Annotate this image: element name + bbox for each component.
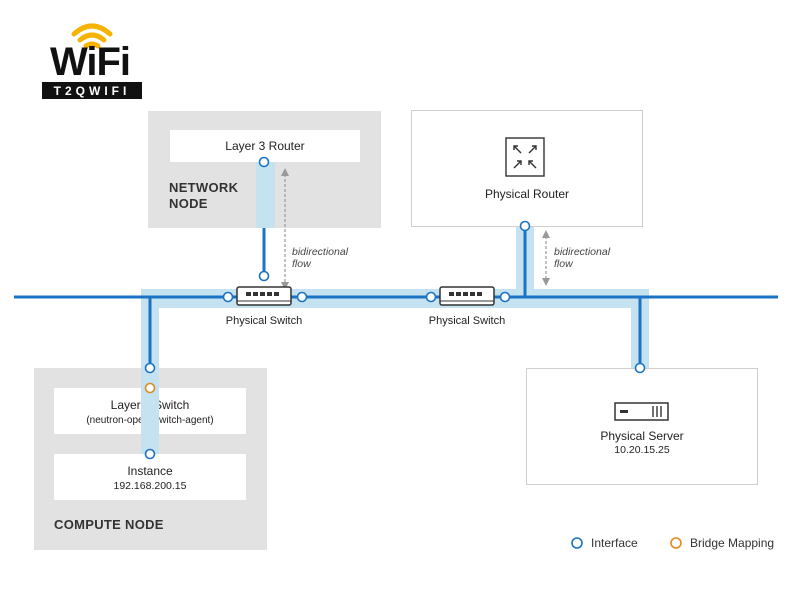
interface-circle bbox=[519, 220, 531, 232]
interface-circle bbox=[144, 448, 156, 460]
flow-right-line1: bidirectional bbox=[554, 246, 611, 258]
legend-interface-icon bbox=[571, 537, 583, 549]
layer3-router-label: Layer 3 Router bbox=[225, 139, 305, 153]
flow-arrow-right-up-head bbox=[542, 230, 550, 238]
server-icon bbox=[614, 402, 669, 421]
flow-left-line1: bidirectional bbox=[292, 246, 349, 258]
switch-left-label: Physical Switch bbox=[225, 315, 303, 327]
physical-router-icon bbox=[505, 137, 545, 177]
highlight-router-segment bbox=[256, 162, 275, 228]
compute-node-title: COMPUTE NODE bbox=[54, 517, 164, 532]
interface-circle bbox=[425, 291, 437, 303]
flow-left-line2: flow bbox=[292, 258, 311, 270]
interface-circle bbox=[222, 291, 234, 303]
wifi-logo-graphic: WiFi T2QWIFI bbox=[42, 23, 142, 99]
interface-circle bbox=[499, 291, 511, 303]
bridge-mapping-circle bbox=[144, 382, 156, 394]
layer3-router-box bbox=[170, 130, 360, 162]
physical-server-ip: 10.20.15.25 bbox=[614, 444, 670, 456]
interface-circle bbox=[634, 362, 646, 374]
legend-bridge-label: Bridge Mapping bbox=[690, 536, 775, 550]
physical-server-box bbox=[526, 368, 758, 485]
highlight-path bbox=[141, 162, 649, 454]
legend-interface-label: Interface bbox=[591, 536, 638, 550]
instance-box bbox=[54, 454, 246, 500]
instance-label: Instance bbox=[127, 464, 173, 478]
flow-arrow-left-down-head bbox=[281, 282, 289, 290]
interface-circle bbox=[296, 291, 308, 303]
physical-server-label: Physical Server bbox=[600, 429, 684, 443]
physical-router-label: Physical Router bbox=[484, 187, 570, 201]
switch-right-label: Physical Switch bbox=[428, 315, 506, 327]
interface-circle bbox=[144, 362, 156, 374]
interface-markers bbox=[144, 156, 646, 460]
logo: WiFi T2QWIFI bbox=[22, 12, 162, 102]
instance-ip: 192.168.200.15 bbox=[113, 480, 187, 492]
flow-arrow-right-down-head bbox=[542, 278, 550, 286]
network-node-title-line2: NODE bbox=[169, 196, 208, 211]
switch-left-icon bbox=[236, 286, 292, 306]
logo-word: WiFi bbox=[50, 40, 130, 84]
wires bbox=[14, 224, 778, 368]
switch-right-icon bbox=[439, 286, 495, 306]
highlight-compute-between bbox=[141, 434, 159, 454]
flow-right-line2: flow bbox=[554, 258, 573, 270]
interface-circle bbox=[258, 270, 270, 282]
network-node-title-line1: NETWORK bbox=[169, 180, 239, 195]
legend-bridge-icon bbox=[670, 537, 682, 549]
interface-circle bbox=[258, 156, 270, 168]
flow-arrow-left-up-head bbox=[281, 168, 289, 176]
logo-subtitle: T2QWIFI bbox=[54, 84, 131, 98]
